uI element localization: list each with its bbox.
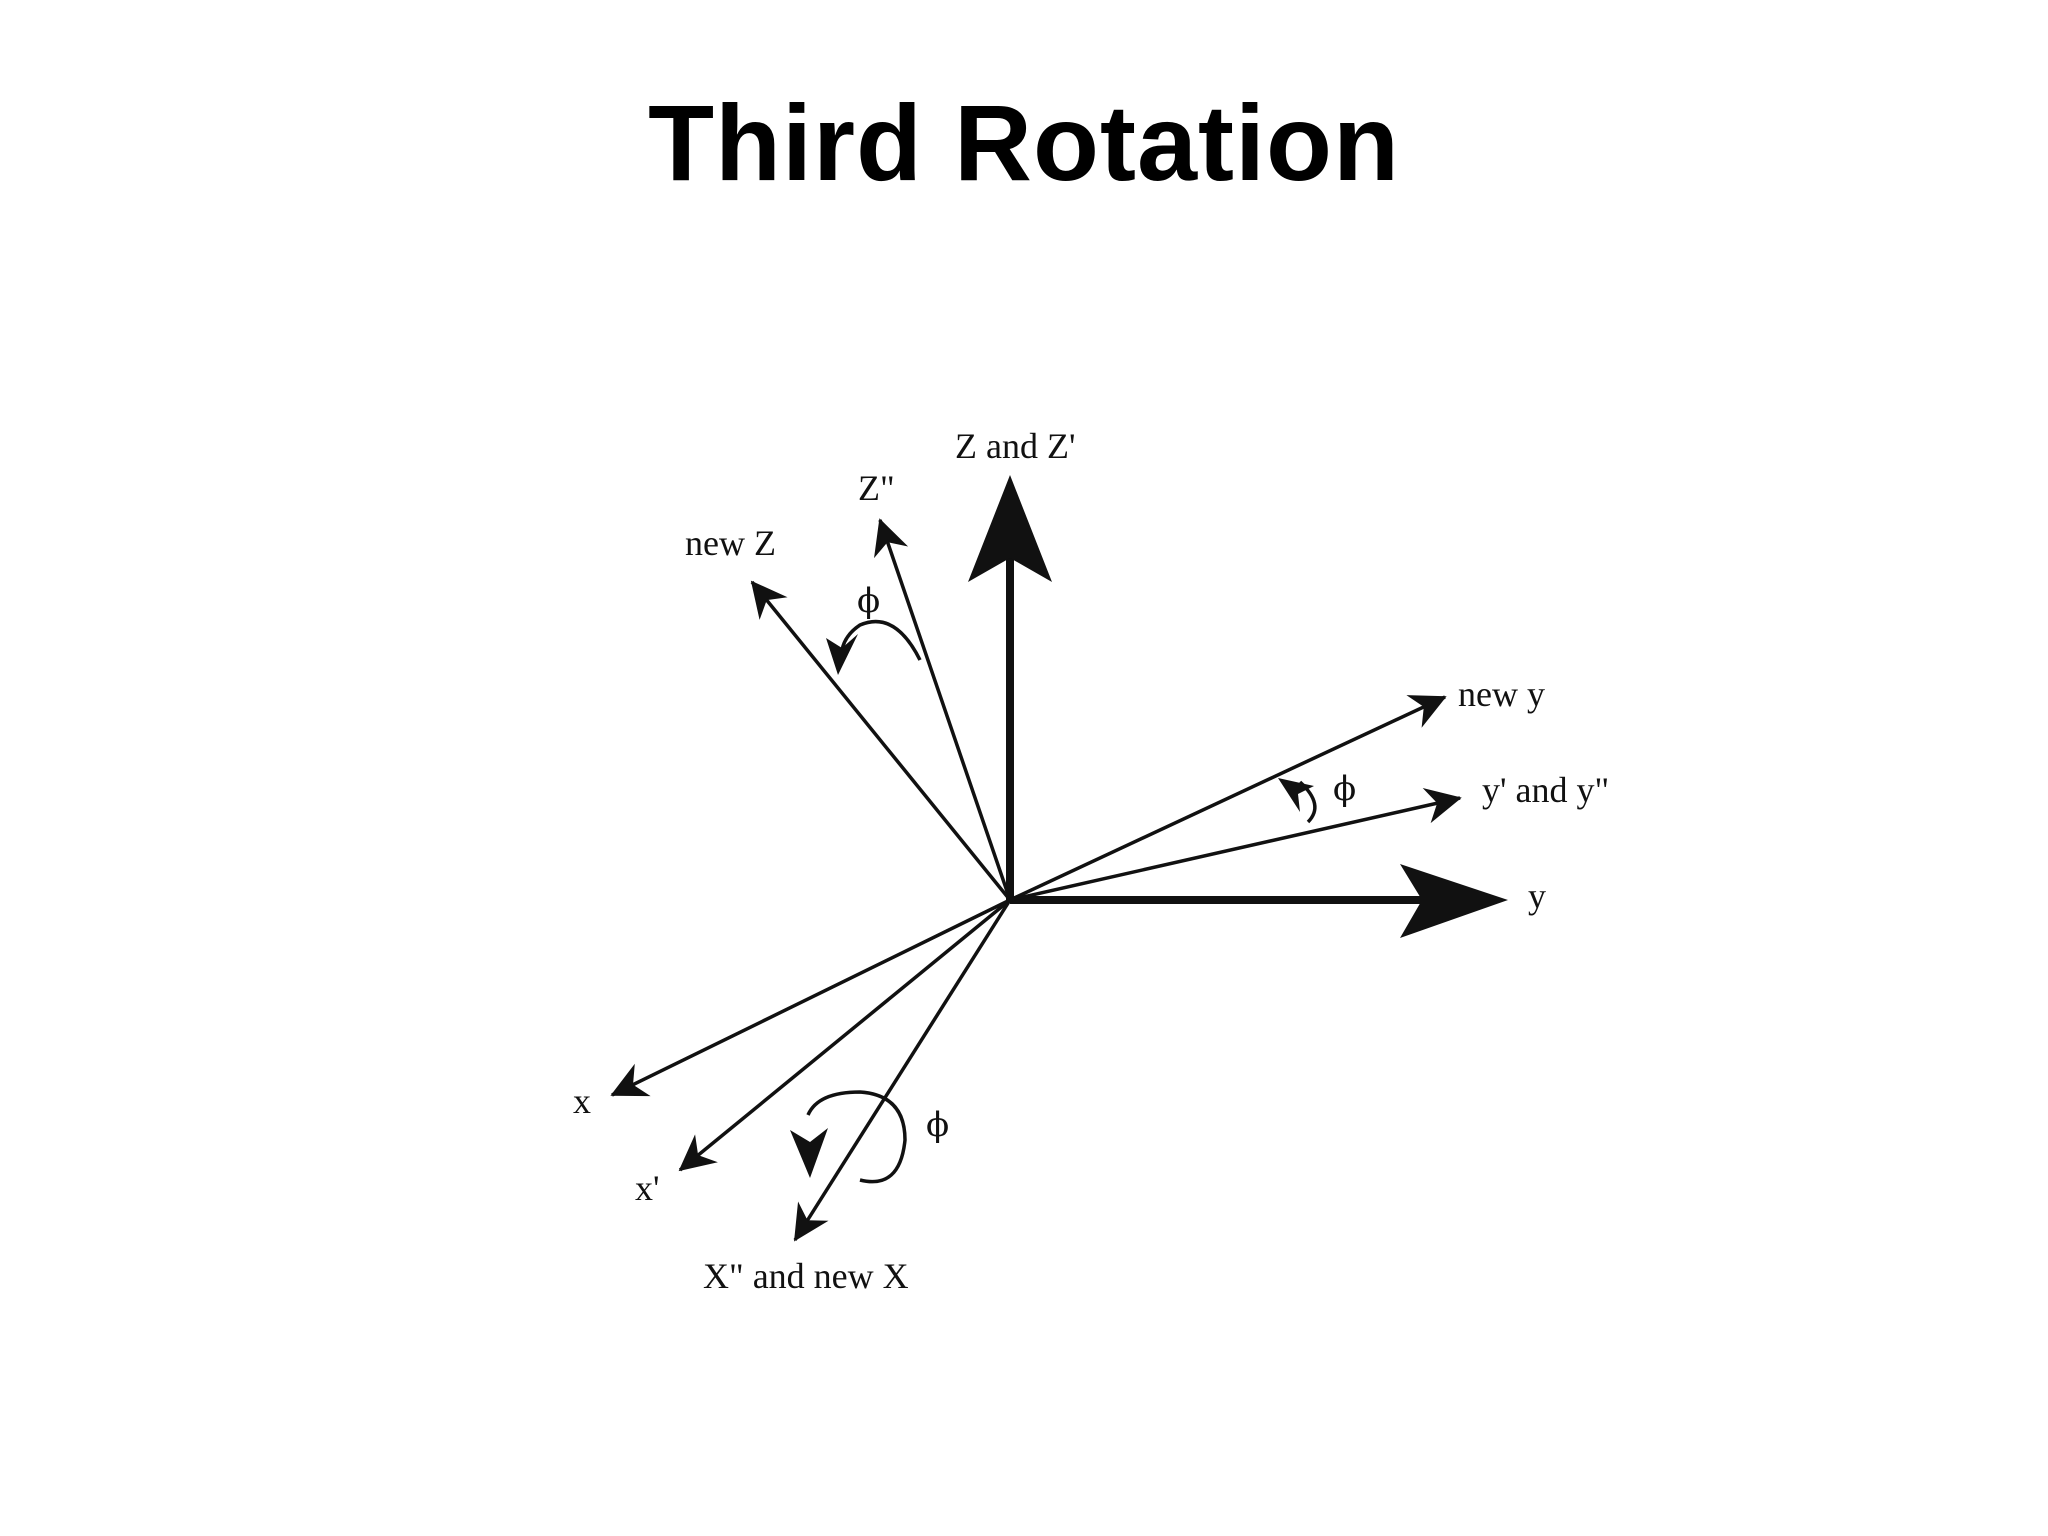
label-y: y [1528,876,1546,916]
rotation-loop-x-arrowhead [790,1128,828,1178]
angle-label-z: ϕ [857,581,880,621]
angle-label-y: ϕ [1333,769,1356,809]
label-y-prime-and-y-double-prime: y' and y" [1482,770,1609,810]
slide-title: Third Rotation [648,82,1400,203]
new-y-axis [1009,695,1447,902]
label-x-double-prime-and-new-x: X" and new X [703,1256,909,1296]
new-z-axis [750,580,1012,902]
rotation-arc-y-arrowhead [1278,778,1314,812]
y-prime-and-y-double-prime-axis [1009,788,1462,902]
rotation-arc-z [840,619,922,661]
label-z-and-z-prime: Z and Z' [955,426,1075,466]
z-and-z-prime-arrowhead [968,475,1052,582]
label-new-y: new y [1458,674,1545,714]
label-new-z: new Z [685,523,776,563]
label-x: x [573,1081,591,1121]
rotation-loop-x [806,1090,907,1184]
angle-label-x: ϕ [926,1105,949,1145]
z-double-prime-axis [874,518,1012,901]
label-x-prime: x' [635,1168,660,1208]
x-prime-axis [678,898,1012,1172]
x-double-prime-and-new-x-axis [793,899,1012,1242]
y-arrowhead [1400,864,1508,938]
label-z-double-prime: Z" [858,468,895,508]
rotation-arc-z-arrowhead [826,634,858,675]
x-axis [610,898,1011,1097]
